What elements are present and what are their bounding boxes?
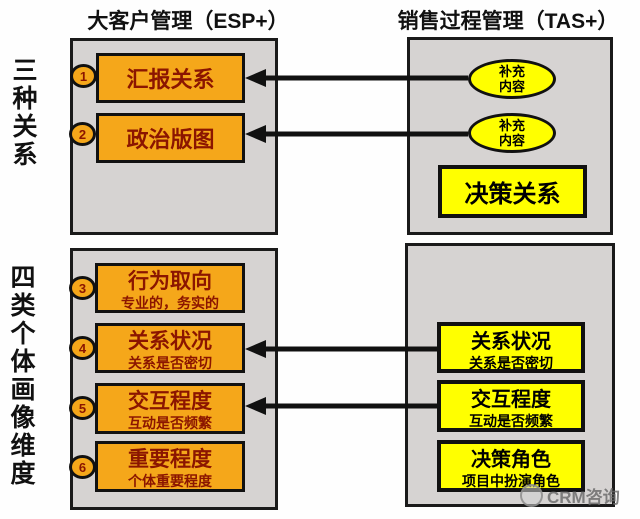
number-badge-5: 5	[69, 396, 96, 420]
number-badge-1-text: 1	[79, 68, 88, 84]
esp-dimension-label-6: 重要程度	[128, 448, 212, 471]
number-badge-4-text: 4	[78, 340, 87, 356]
tas-card-relation-status: 关系状况 关系是否密切	[437, 322, 585, 373]
esp-relation-box-1: 汇报关系	[96, 53, 245, 103]
tas-card-label-3: 决策角色	[471, 449, 551, 471]
esp-dimension-sub-5: 互动是否频繁	[128, 415, 212, 431]
crm-logo-icon	[520, 484, 543, 507]
esp-dimension-label-3: 行为取向	[128, 270, 212, 293]
number-badge-2-text: 2	[78, 126, 87, 142]
watermark: CRM咨询	[520, 483, 620, 508]
tas-card-label-1: 关系状况	[471, 331, 551, 353]
side-label-four-dimensions: 四类个体画像维度	[7, 264, 35, 488]
esp-relation-box-2: 政治版图	[96, 113, 245, 163]
decision-relation-box: 决策关系	[438, 165, 587, 218]
number-badge-3: 3	[69, 276, 96, 300]
number-badge-3-text: 3	[78, 280, 87, 296]
supplement-1-line1: 补充	[498, 64, 525, 79]
esp-dimension-box-6: 重要程度 个体重要程度	[95, 441, 245, 492]
tas-card-sub-1: 关系是否密切	[469, 355, 553, 371]
esp-relation-label-1: 汇报关系	[126, 67, 215, 92]
supplement-2-line2: 内容	[498, 133, 525, 148]
supplement-2-line1: 补充	[498, 118, 525, 133]
column-title-esp: 大客户管理（ESP+）	[87, 10, 289, 33]
tas-card-sub-2: 互动是否频繁	[469, 413, 553, 429]
esp-dimension-label-4: 关系状况	[128, 330, 212, 353]
tas-card-interaction-level: 交互程度 互动是否频繁	[437, 380, 585, 432]
tas-card-label-2: 交互程度	[471, 389, 551, 411]
number-badge-6-text: 6	[78, 459, 87, 475]
esp-relation-label-2: 政治版图	[126, 127, 215, 152]
side-label-three-relations: 三种关系	[9, 57, 37, 169]
esp-dimension-box-3: 行为取向 专业的，务实的	[95, 263, 245, 313]
number-badge-5-text: 5	[78, 400, 87, 416]
esp-dimension-label-5: 交互程度	[128, 390, 212, 413]
supplement-ellipse-1: 补充 内容	[468, 59, 556, 99]
esp-dimension-sub-3: 专业的，务实的	[121, 295, 219, 311]
column-title-tas: 销售过程管理（TAS+）	[397, 10, 619, 33]
number-badge-1: 1	[70, 64, 97, 88]
esp-dimension-box-5: 交互程度 互动是否频繁	[95, 383, 245, 434]
number-badge-2: 2	[69, 122, 96, 146]
supplement-1-line2: 内容	[498, 79, 525, 94]
esp-dimension-sub-4: 关系是否密切	[128, 355, 212, 371]
esp-dimension-box-4: 关系状况 关系是否密切	[95, 323, 245, 373]
number-badge-4: 4	[69, 336, 96, 360]
decision-relation-label: 决策关系	[464, 181, 561, 208]
watermark-text: CRM咨询	[547, 488, 620, 507]
number-badge-6: 6	[69, 455, 96, 479]
esp-dimension-sub-6: 个体重要程度	[128, 473, 212, 489]
supplement-ellipse-2: 补充 内容	[468, 113, 556, 153]
